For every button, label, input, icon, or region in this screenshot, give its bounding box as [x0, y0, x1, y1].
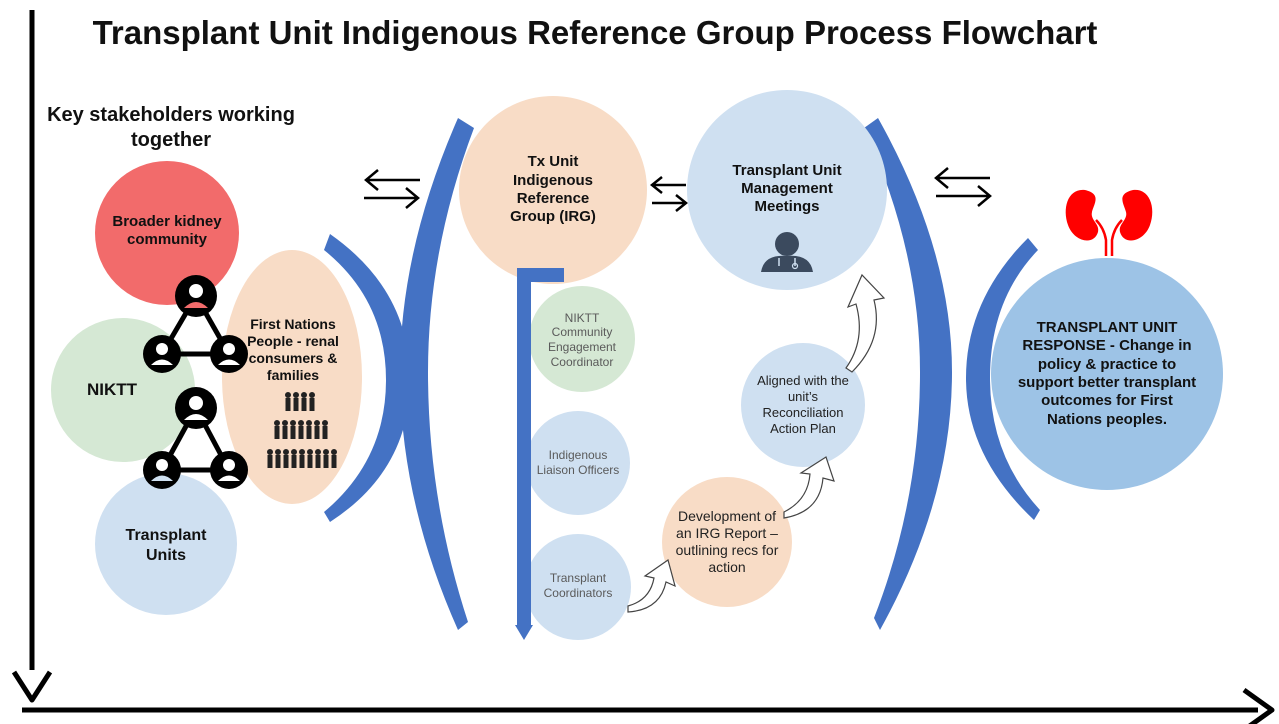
- first-nations-ellipse: [222, 250, 362, 504]
- bracket-response: [966, 238, 1040, 520]
- broader-community-label: Broader kidney community: [112, 212, 222, 248]
- response-circle: [991, 258, 1223, 490]
- kidney-icon: [1065, 189, 1153, 256]
- double-arrow-icon: [364, 169, 420, 209]
- doctor-icon: [761, 232, 813, 272]
- report-circle: [662, 477, 792, 607]
- person-icon: [210, 335, 248, 373]
- person-icon: [210, 451, 248, 489]
- niktt-label: NIKTT: [86, 379, 138, 399]
- person-icon: [143, 335, 181, 373]
- first-nations-label: First Nations People - renal consumers &…: [247, 315, 339, 384]
- bracket-irg-left: [400, 118, 474, 630]
- person-icon: [143, 451, 181, 489]
- member-niktt-label: NIKTT Community Engagement Coordinator: [547, 310, 617, 369]
- transplant-units-circle: [95, 473, 237, 615]
- member-circle-liaison: [526, 411, 630, 515]
- management-circle: [687, 90, 887, 290]
- double-arrow-icon: [649, 176, 689, 212]
- bracket-irg-right: [864, 118, 952, 630]
- member-liaison-label: Indigenous Liaison Officers: [536, 448, 620, 477]
- page-title: Transplant Unit Indigenous Reference Gro…: [92, 14, 1098, 51]
- people-group-icon: [267, 392, 337, 468]
- curved-arrow: [627, 273, 886, 613]
- broader-community-circle: [95, 161, 239, 305]
- axis-arrows: [11, 10, 1275, 724]
- member-circle-niktt: [529, 286, 635, 392]
- transplant-units-label: Transplant Units: [125, 527, 207, 564]
- report-label: Development of an IRG Report – outlining…: [675, 507, 779, 576]
- double-arrow-icon: [934, 167, 992, 207]
- irg-members-connector: [515, 268, 564, 640]
- member-coordinators-label: Transplant Coordinators: [543, 571, 613, 600]
- management-label: Transplant Unit Management Meetings: [732, 161, 842, 216]
- aligned-label: Aligned with the unit’s Reconciliation A…: [757, 373, 849, 436]
- member-circle-coordinators: [525, 534, 631, 640]
- person-icon: [175, 275, 217, 317]
- aligned-circle: [741, 343, 865, 467]
- bracket-first-nations: [324, 234, 410, 522]
- irg-circle: [459, 96, 647, 284]
- irg-label: Tx Unit Indigenous Reference Group (IRG): [510, 153, 596, 226]
- response-label: TRANSPLANT UNIT RESPONSE - Change in pol…: [1017, 319, 1197, 428]
- person-icon: [175, 387, 217, 429]
- stakeholders-heading: Key stakeholders working together: [47, 104, 295, 151]
